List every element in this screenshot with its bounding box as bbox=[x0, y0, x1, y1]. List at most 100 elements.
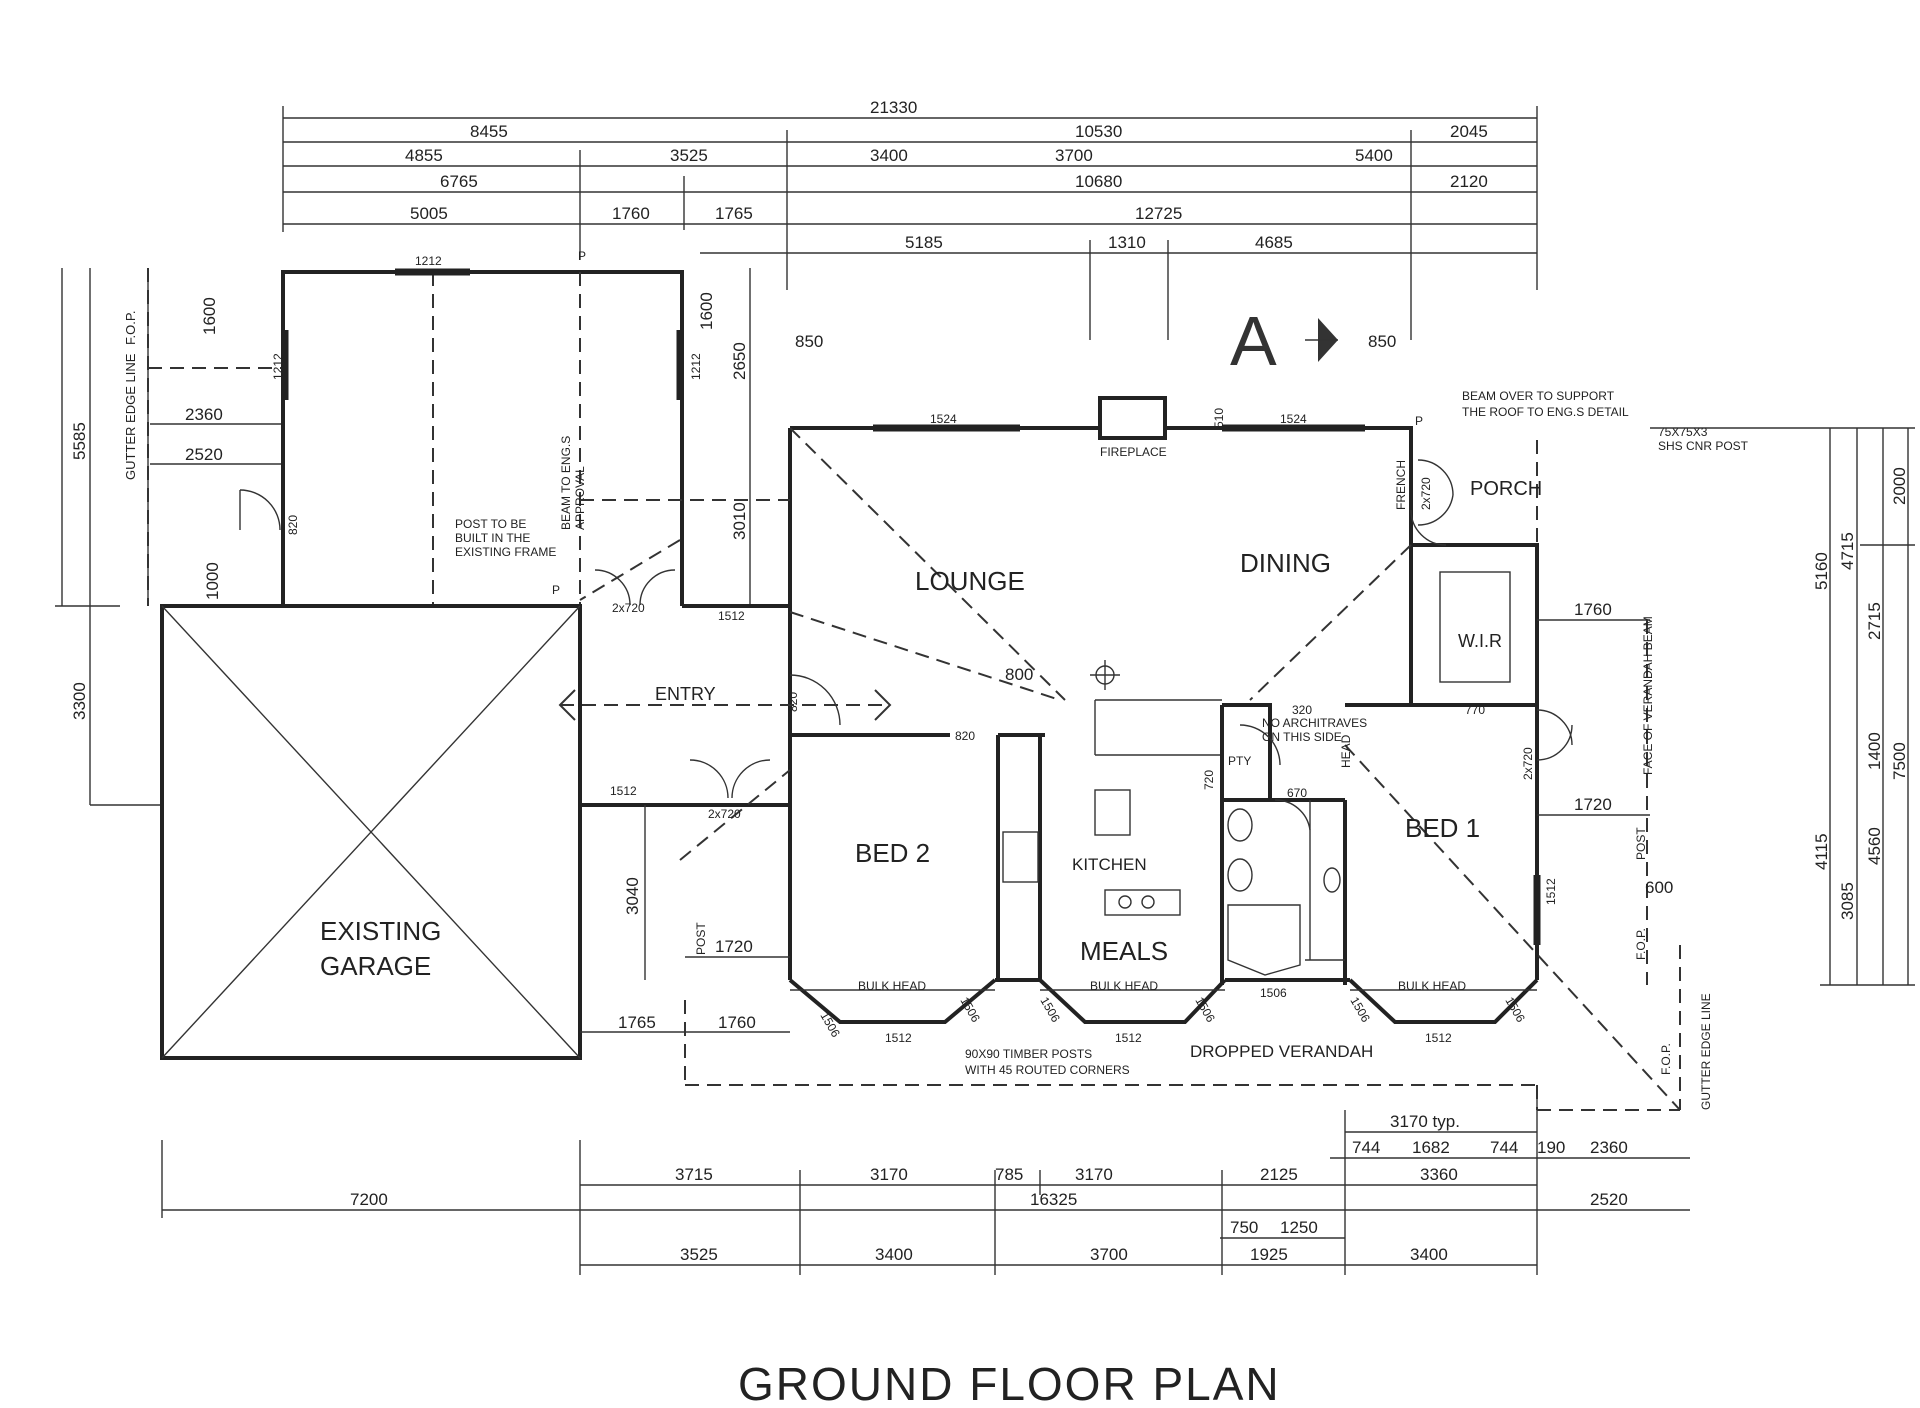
no-architraves-note-1: NO ARCHITRAVES bbox=[1262, 716, 1367, 730]
dim-3400-bottom-a: 3400 bbox=[875, 1245, 913, 1264]
dim-5160: 5160 bbox=[1812, 552, 1831, 590]
carport-structure bbox=[148, 268, 684, 606]
gutter-edge-line-right: GUTTER EDGE LINE bbox=[1699, 993, 1713, 1110]
french-note: FRENCH bbox=[1394, 460, 1408, 510]
dim-670: 670 bbox=[1287, 786, 1307, 800]
section-a-marker: A bbox=[1230, 302, 1277, 380]
dim-1720-left: 1720 bbox=[715, 937, 753, 956]
dim-1682: 1682 bbox=[1412, 1138, 1450, 1157]
dim-3400-bottom-b: 3400 bbox=[1410, 1245, 1448, 1264]
window-1512-left: 1512 bbox=[885, 1031, 912, 1045]
dim-3525: 3525 bbox=[670, 146, 708, 165]
head-note: HEAD bbox=[1339, 734, 1353, 768]
door-2x720-porch: 2x720 bbox=[1419, 477, 1433, 510]
roof-hip-lines bbox=[579, 427, 1681, 1111]
post-label-right: POST bbox=[1634, 827, 1648, 860]
dropped-verandah-note: DROPPED VERANDAH bbox=[1190, 1042, 1373, 1061]
dim-3085: 3085 bbox=[1838, 882, 1857, 920]
dim-12725: 12725 bbox=[1135, 204, 1182, 223]
dim-1925: 1925 bbox=[1250, 1245, 1288, 1264]
dim-8455: 8455 bbox=[470, 122, 508, 141]
dim-1720-right: 1720 bbox=[1574, 795, 1612, 814]
dim-2520-left: 2520 bbox=[185, 445, 223, 464]
right-dimension-lines bbox=[1537, 427, 1915, 1110]
dim-10530: 10530 bbox=[1075, 122, 1122, 141]
dim-320: 320 bbox=[1292, 703, 1312, 717]
beam-eng-note-1: BEAM TO ENG.S bbox=[559, 436, 573, 530]
dim-2000: 2000 bbox=[1890, 467, 1909, 505]
dim-720-pty: 720 bbox=[1202, 770, 1216, 790]
dim-4560: 4560 bbox=[1865, 827, 1884, 865]
cnr-post-note-2: SHS CNR POST bbox=[1658, 439, 1749, 453]
dim-2120: 2120 bbox=[1450, 172, 1488, 191]
window-1212-top: 1212 bbox=[415, 254, 442, 268]
dim-2520-bottom: 2520 bbox=[1590, 1190, 1628, 1209]
dim-2125: 2125 bbox=[1260, 1165, 1298, 1184]
dim-5400: 5400 bbox=[1355, 146, 1393, 165]
dim-3400: 3400 bbox=[870, 146, 908, 165]
fop-right: F.O.P. bbox=[1659, 1043, 1673, 1075]
dim-1310: 1310 bbox=[1108, 233, 1146, 252]
dim-3300: 3300 bbox=[70, 682, 89, 720]
dim-5585: 5585 bbox=[70, 422, 89, 460]
post-note-2: BUILT IN THE bbox=[455, 531, 530, 545]
dim-3040: 3040 bbox=[623, 877, 642, 915]
beam-over-note-2: THE ROOF TO ENG.S DETAIL bbox=[1462, 405, 1629, 419]
dim-3170-a: 3170 bbox=[870, 1165, 908, 1184]
timber-posts-note-2: WITH 45 ROUTED CORNERS bbox=[965, 1063, 1130, 1077]
dim-3715: 3715 bbox=[675, 1165, 713, 1184]
dim-3525-bottom: 3525 bbox=[680, 1245, 718, 1264]
dim-2360-left: 2360 bbox=[185, 405, 223, 424]
timber-posts-note-1: 90X90 TIMBER POSTS bbox=[965, 1047, 1092, 1061]
bulkhead-left: BULK HEAD bbox=[858, 979, 926, 993]
existing-garage bbox=[160, 604, 582, 1060]
dim-750: 750 bbox=[1230, 1218, 1258, 1237]
room-pty: PTY bbox=[1228, 754, 1251, 768]
dim-1250: 1250 bbox=[1280, 1218, 1318, 1237]
dim-3010: 3010 bbox=[730, 502, 749, 540]
bulkhead-right: BULK HEAD bbox=[1398, 979, 1466, 993]
post-p-bottom: P bbox=[552, 583, 560, 597]
top-dimension-lines bbox=[282, 106, 1538, 340]
fop-mid: F.O.P. bbox=[1634, 928, 1648, 960]
dim-770: 770 bbox=[1465, 703, 1485, 717]
dim-785: 785 bbox=[995, 1165, 1023, 1184]
room-wir: W.I.R bbox=[1458, 631, 1502, 651]
window-1512-mid: 1512 bbox=[1115, 1031, 1142, 1045]
window-1512-entry-b: 1512 bbox=[718, 609, 745, 623]
fireplace-label: FIREPLACE bbox=[1100, 445, 1167, 459]
dim-3170-b: 3170 bbox=[1075, 1165, 1113, 1184]
dim-1400: 1400 bbox=[1865, 732, 1884, 770]
dim-2360-bottom: 2360 bbox=[1590, 1138, 1628, 1157]
window-1506-a: 1506 bbox=[817, 1010, 843, 1040]
dim-1600-left: 1600 bbox=[200, 297, 219, 335]
dim-4115: 4115 bbox=[1812, 833, 1831, 870]
kitchen-fittings bbox=[1002, 660, 1341, 976]
entry-arrow bbox=[558, 689, 892, 721]
post-p-right: P bbox=[1415, 414, 1423, 428]
window-1512-bed1: 1512 bbox=[1544, 878, 1558, 905]
window-1524-right: 1524 bbox=[1280, 412, 1307, 426]
room-kitchen: KITCHEN bbox=[1072, 855, 1147, 874]
room-bed2: BED 2 bbox=[855, 838, 930, 868]
dim-7500: 7500 bbox=[1890, 742, 1909, 780]
room-entry: ENTRY bbox=[655, 684, 716, 704]
dim-3360: 3360 bbox=[1420, 1165, 1458, 1184]
dim-3170-typ: 3170 typ. bbox=[1390, 1112, 1460, 1131]
dim-4855: 4855 bbox=[405, 146, 443, 165]
dim-3700: 3700 bbox=[1055, 146, 1093, 165]
window-1212-left: 1212 bbox=[271, 353, 285, 380]
dim-6765: 6765 bbox=[440, 172, 478, 191]
left-dimension-lines bbox=[55, 268, 160, 806]
dim-2650: 2650 bbox=[730, 342, 749, 380]
room-bed1: BED 1 bbox=[1405, 813, 1480, 843]
dim-850-left: 850 bbox=[795, 332, 823, 351]
dim-1765: 1765 bbox=[715, 204, 753, 223]
post-p-top: P bbox=[578, 249, 586, 263]
dim-744-a: 744 bbox=[1352, 1138, 1380, 1157]
bulkhead-mid: BULK HEAD bbox=[1090, 979, 1158, 993]
dim-1760-bottom: 1760 bbox=[718, 1013, 756, 1032]
bottom-dimension-lines bbox=[161, 1090, 1690, 1275]
dim-820-bed2: 820 bbox=[955, 729, 975, 743]
